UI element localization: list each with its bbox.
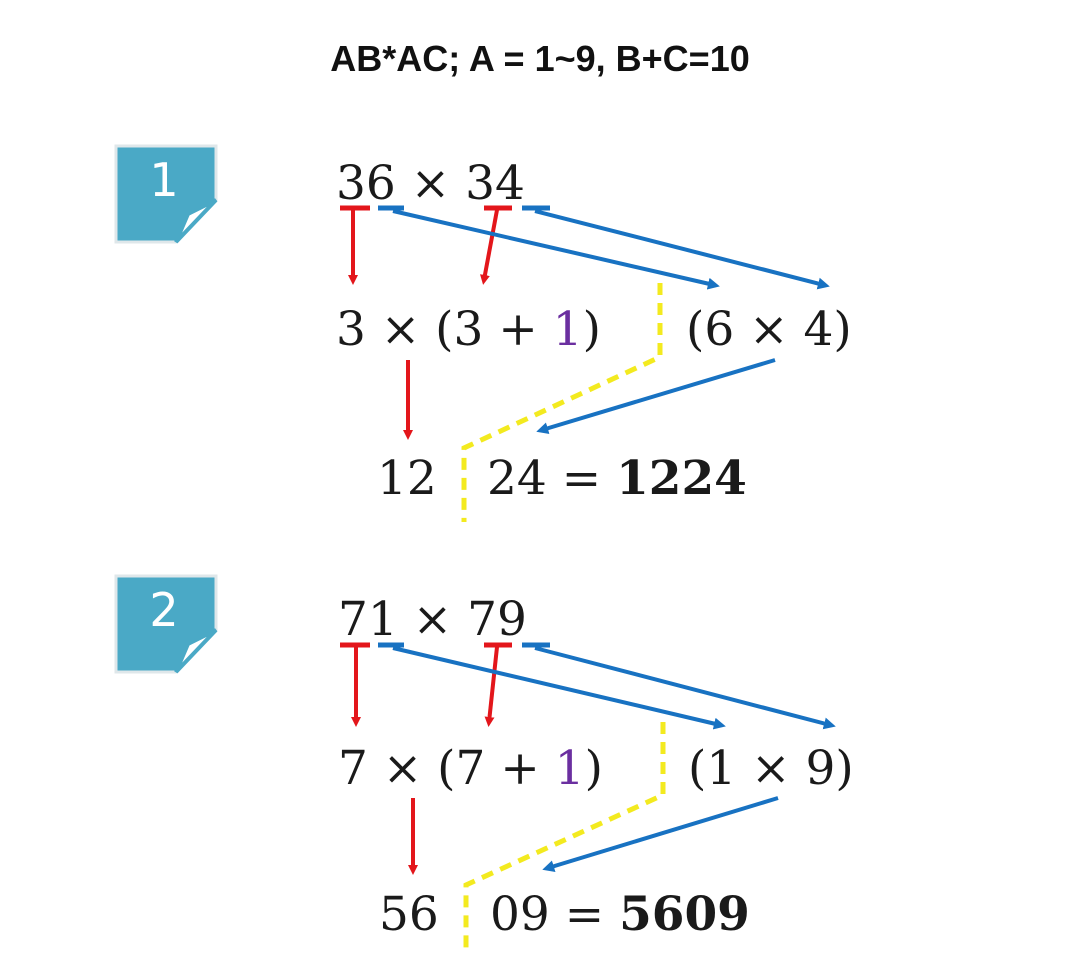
red-arrow bbox=[484, 646, 499, 727]
ex2-line2: 7 × (7 + 1) bbox=[338, 745, 603, 792]
ex2-factor-a: 71 bbox=[338, 592, 398, 647]
ex1-factor-a: 36 bbox=[336, 156, 396, 211]
ex2-line1: 71 × 79 bbox=[338, 596, 527, 643]
page-title: AB*AC; A = 1~9, B+C=10 bbox=[330, 38, 750, 79]
ex1-line2: 3 × (3 + 1) bbox=[336, 306, 601, 353]
ex1-left-expr: 3 × (3 + bbox=[336, 302, 553, 357]
ex1-part-left: 12 bbox=[377, 451, 437, 506]
example-2: 2 bbox=[114, 574, 836, 955]
red-arrow bbox=[479, 209, 499, 285]
ex2-close-paren: ) bbox=[584, 741, 603, 796]
ex1-factor-b: 34 bbox=[465, 156, 525, 211]
blue-arrow bbox=[542, 796, 779, 872]
badge-1-icon: 1 bbox=[114, 144, 218, 244]
ex2-times: × bbox=[412, 592, 453, 647]
ex1-part-right: 24 = bbox=[487, 451, 617, 506]
example-1: 1 bbox=[114, 144, 830, 522]
ex1-times: × bbox=[410, 156, 451, 211]
badge-1-number: 1 bbox=[149, 153, 178, 207]
ex1-right-expr: (6 × 4) bbox=[686, 302, 852, 357]
ex1-result-line: 24 = 1224 bbox=[487, 455, 747, 502]
ex2-result-line: 09 = 5609 bbox=[490, 891, 750, 938]
badge-2-number: 2 bbox=[149, 583, 178, 637]
ex2-part-left: 56 bbox=[379, 887, 439, 942]
blue-arrow bbox=[392, 646, 726, 730]
ex2-factor-b: 79 bbox=[467, 592, 527, 647]
ex1-line1: 36 × 34 bbox=[336, 160, 525, 207]
yellow-dash-separator bbox=[461, 283, 663, 522]
blue-arrow bbox=[534, 209, 830, 290]
ex2-part-right: 09 = bbox=[490, 887, 620, 942]
ex2-plus-one: 1 bbox=[554, 741, 585, 796]
ex1-result: 1224 bbox=[616, 451, 747, 506]
yellow-dash-separator bbox=[463, 722, 666, 955]
blue-arrow bbox=[534, 646, 836, 730]
blue-arrow bbox=[536, 358, 776, 435]
blue-arrow bbox=[392, 209, 720, 290]
ex2-left-expr: 7 × (7 + bbox=[338, 741, 555, 796]
ex2-right-expr: (1 × 9) bbox=[688, 741, 854, 796]
ex1-plus-one: 1 bbox=[552, 302, 583, 357]
ex2-result: 5609 bbox=[619, 887, 750, 942]
ex1-close-paren: ) bbox=[582, 302, 601, 357]
badge-2-icon: 2 bbox=[114, 574, 218, 674]
